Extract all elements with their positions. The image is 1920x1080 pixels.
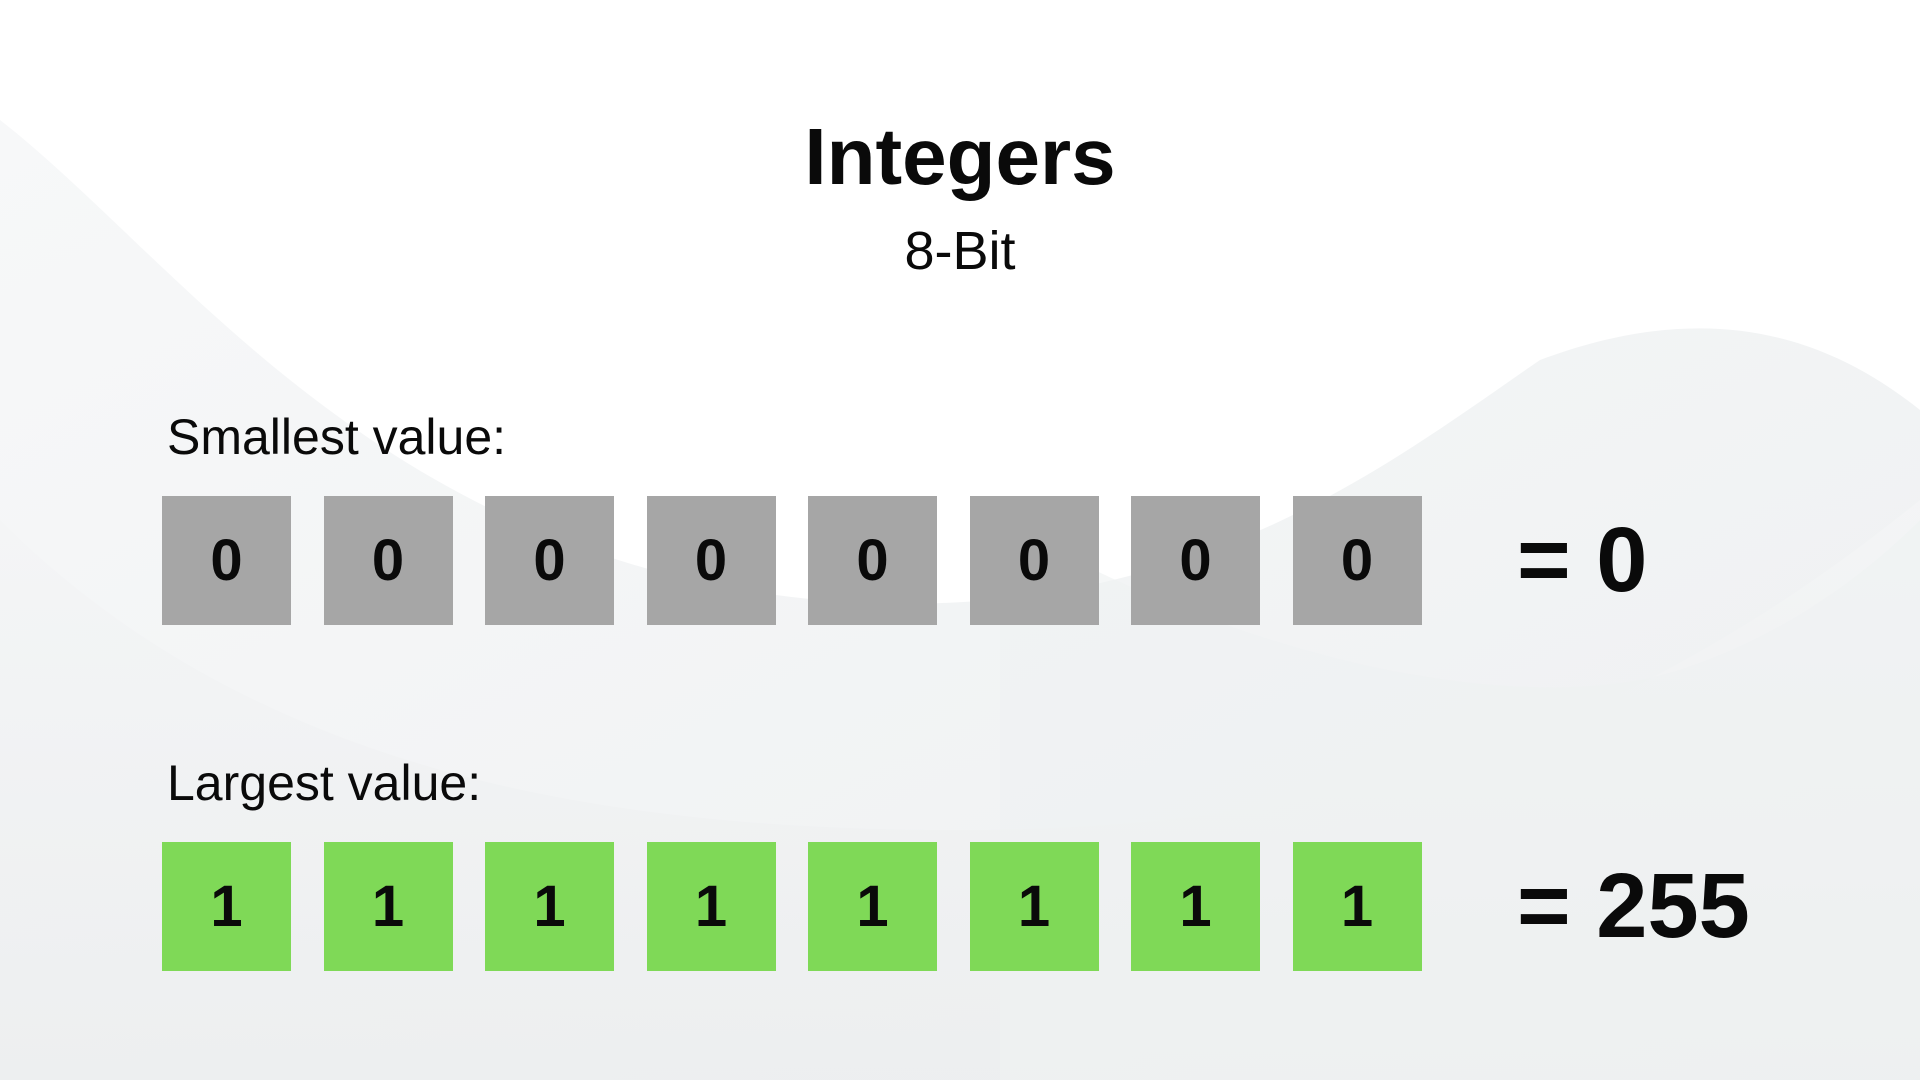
bit-box: 1 [646, 842, 776, 971]
bit-box: 1 [1292, 842, 1422, 971]
largest-value-result: = 255 [1517, 855, 1750, 957]
bit-box: 1 [162, 842, 291, 971]
largest-value-label: Largest value: [167, 755, 482, 811]
bit-box: 1 [1131, 842, 1260, 971]
bit-box: 0 [485, 496, 614, 625]
largest-value-bits: 1 1 1 1 1 1 1 1 [162, 842, 1422, 971]
bit-box: 1 [969, 842, 1099, 971]
page-title: Integers [804, 112, 1116, 201]
bit-box: 0 [1131, 496, 1260, 625]
bit-box: 0 [162, 496, 291, 625]
page-subtitle: 8-Bit [904, 221, 1016, 281]
smallest-value-label: Smallest value: [167, 409, 507, 465]
bit-box: 0 [969, 496, 1099, 625]
bit-box: 0 [646, 496, 776, 625]
smallest-value-bits: 0 0 0 0 0 0 0 0 [162, 496, 1422, 625]
bit-box: 1 [323, 842, 453, 971]
bit-box: 1 [485, 842, 614, 971]
bit-box: 0 [323, 496, 453, 625]
bit-box: 0 [808, 496, 937, 625]
smallest-value-result: = 0 [1517, 509, 1648, 611]
bit-box: 1 [808, 842, 937, 971]
bit-box: 0 [1292, 496, 1422, 625]
